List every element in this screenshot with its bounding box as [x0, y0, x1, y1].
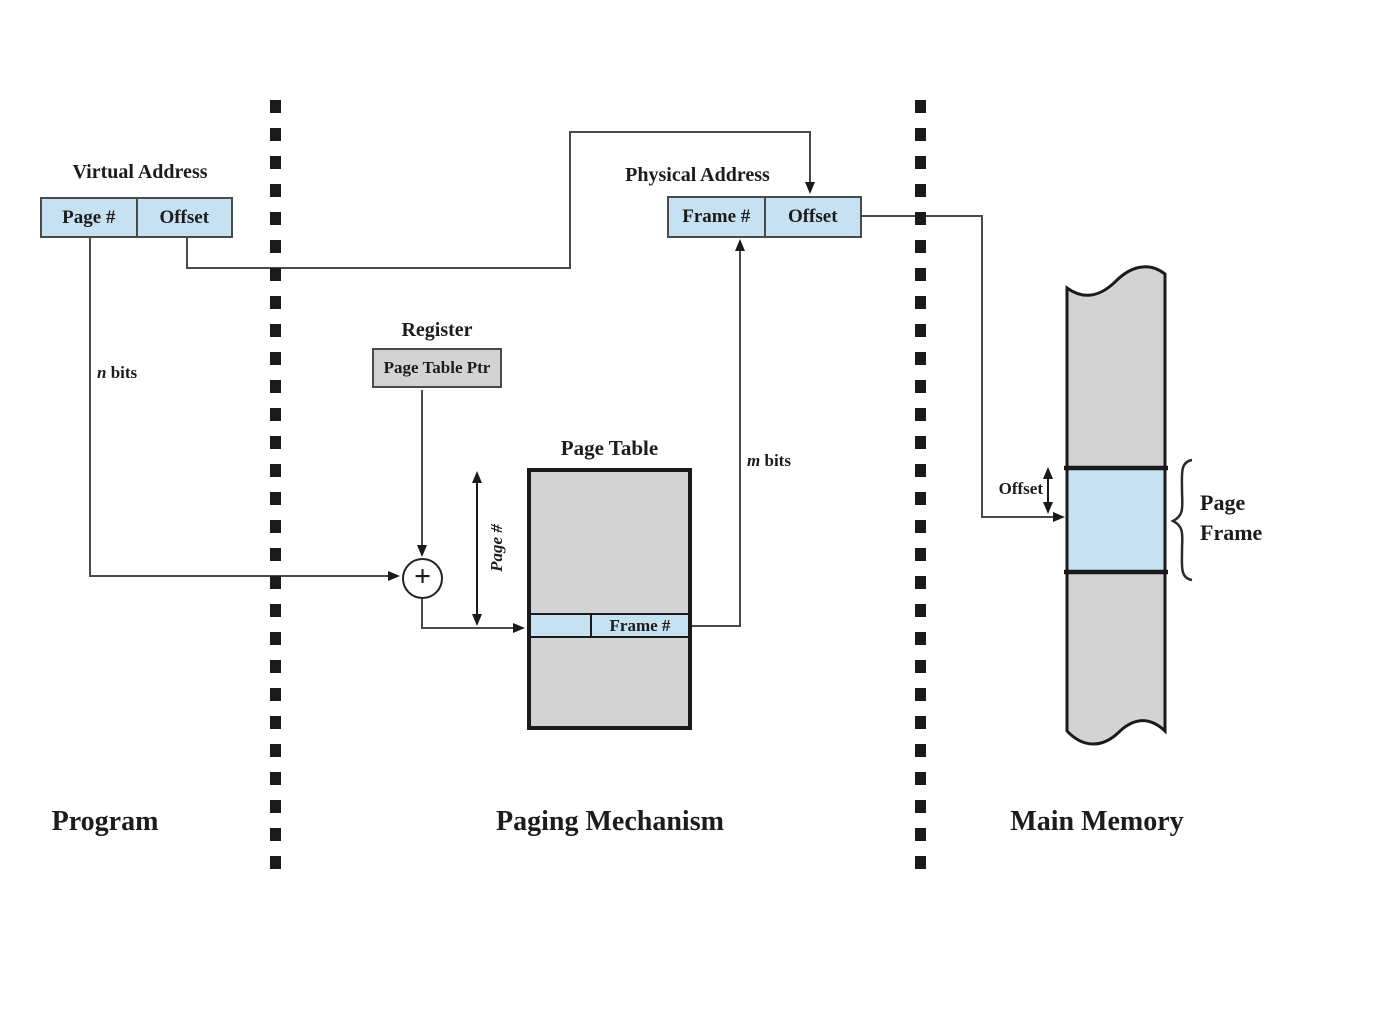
- page-frame-label-line2: Frame: [1200, 520, 1263, 545]
- register-box: Page Table Ptr: [372, 348, 502, 388]
- virtual-address-page-field: Page #: [62, 206, 116, 228]
- n-bits-text: bits: [106, 363, 138, 382]
- pagenum-span-label: Page #: [487, 524, 506, 572]
- virtual-address-box: Page # Offset: [40, 197, 233, 238]
- physical-address-frame-field: Frame #: [682, 206, 751, 227]
- connector-frame-to-physical: [692, 239, 745, 627]
- page-frame-label: Page Frame: [1200, 488, 1262, 548]
- page-table-entry-frame-cell: Frame #: [609, 615, 671, 635]
- page-table-entry-row: Frame #: [531, 613, 688, 638]
- m-bits-label: m bits: [747, 451, 791, 471]
- connector-physical-to-memory: [862, 215, 1065, 522]
- m-bits-variable: m: [747, 451, 761, 470]
- divider-program-paging: [270, 100, 281, 878]
- virtual-address-title: Virtual Address: [72, 161, 208, 183]
- physical-address-box: Frame # Offset: [667, 196, 862, 238]
- page-table-entry-index-cell: [531, 615, 592, 636]
- divider-paging-memory: [915, 100, 926, 878]
- connector-adder-to-pagetable: [421, 599, 525, 633]
- connector-offset-to-physical: [186, 131, 815, 269]
- page-table-box: Frame #: [527, 468, 692, 730]
- section-label-main-memory: Main Memory: [1010, 806, 1184, 837]
- page-frame-brace: [1170, 458, 1193, 582]
- section-label-paging-mechanism: Paging Mechanism: [496, 806, 724, 837]
- memory-offset-label: Offset: [998, 479, 1043, 498]
- section-label-program: Program: [51, 806, 159, 837]
- page-frame-label-line1: Page: [1200, 490, 1246, 515]
- m-bits-text: bits: [760, 451, 791, 470]
- virtual-address-offset-field: Offset: [135, 199, 232, 236]
- page-frame-band: [1065, 466, 1167, 574]
- n-bits-label: n bits: [97, 363, 137, 383]
- page-table-title: Page Table: [560, 436, 659, 460]
- n-bits-variable: n: [97, 363, 107, 382]
- adder-circle: +: [402, 558, 443, 599]
- physical-address-title: Physical Address: [625, 164, 770, 186]
- register-title: Register: [401, 319, 473, 341]
- connector-pagenum-to-adder: [89, 238, 400, 581]
- physical-address-offset-field: Offset: [763, 198, 861, 236]
